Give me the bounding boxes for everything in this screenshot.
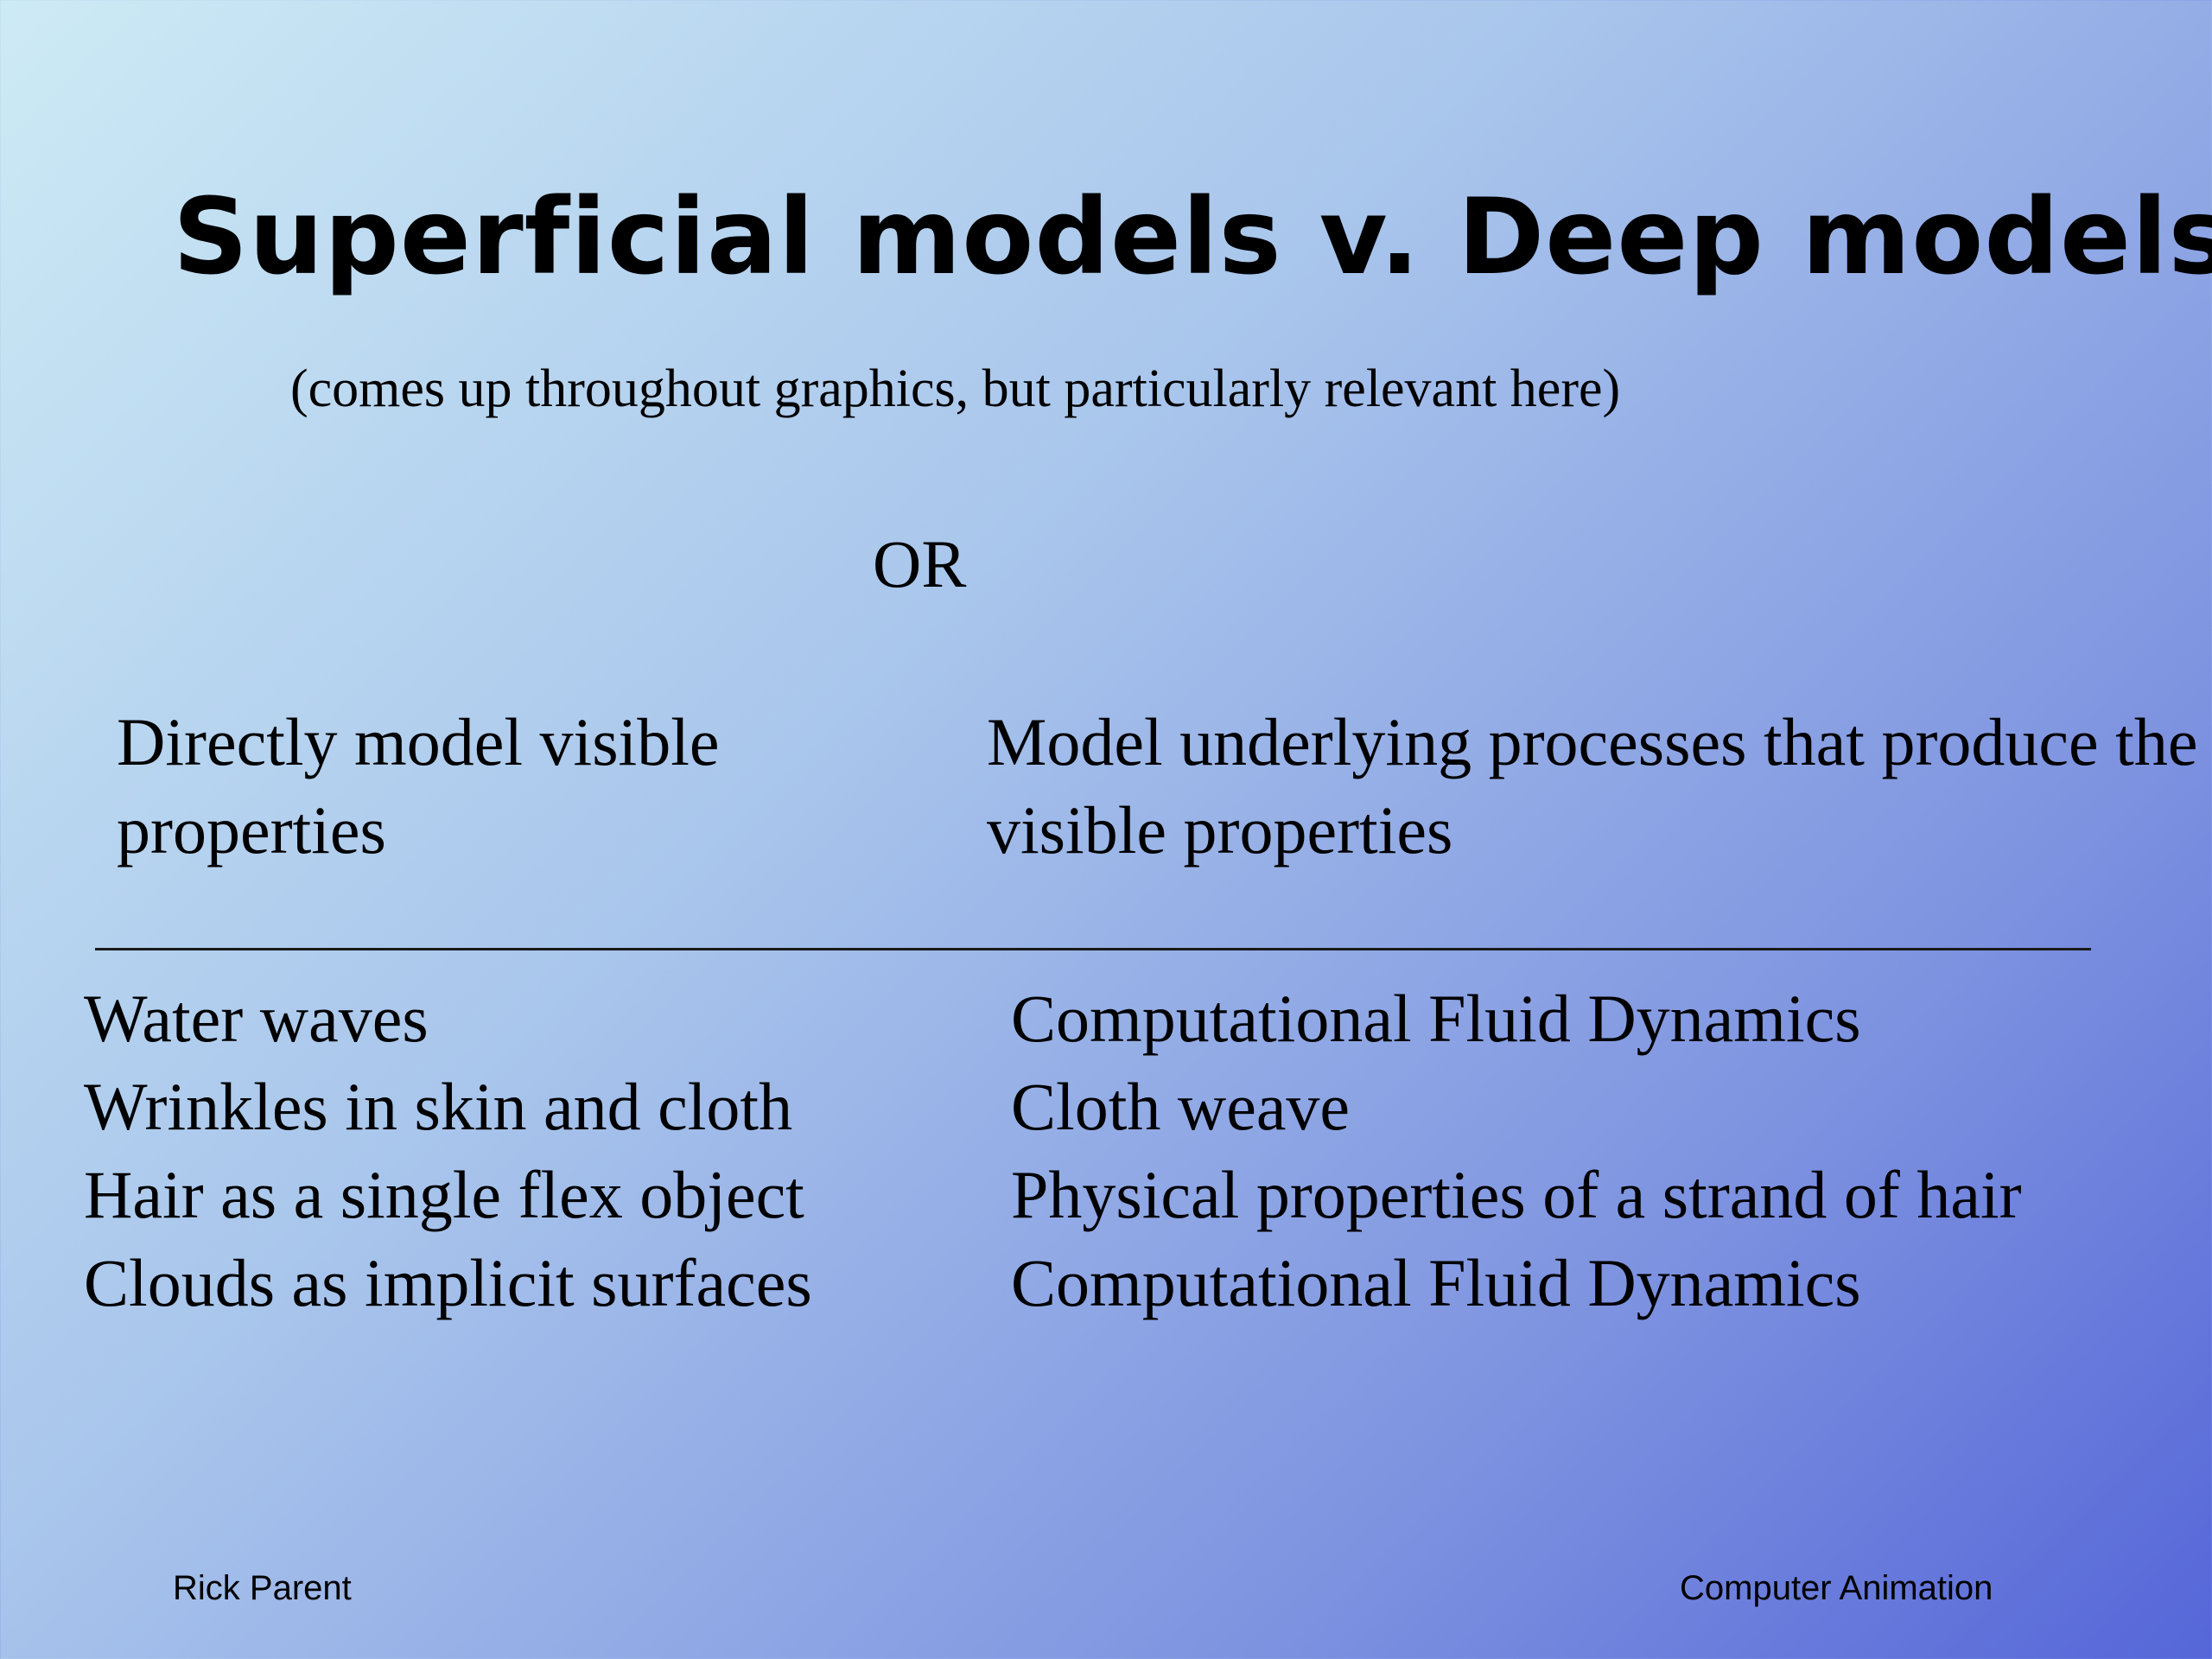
list-item: Wrinkles in skin and cloth — [84, 1069, 793, 1144]
deep-examples-list: Computational Fluid Dynamics Cloth weave… — [1011, 975, 2022, 1327]
footer-author: Rick Parent — [173, 1569, 352, 1607]
slide-title: Superficial models v. Deep models — [173, 176, 2212, 298]
list-item: Clouds as implicit surfaces — [84, 1245, 812, 1320]
left-column-heading: Directly model visible properties — [117, 704, 720, 868]
list-item: Computational Fluid Dynamics — [1011, 981, 1861, 1056]
list-item: Cloth weave — [1011, 1069, 1351, 1144]
footer-course: Computer Animation — [1680, 1569, 1993, 1607]
superficial-examples-list: Water waves Wrinkles in skin and cloth H… — [84, 975, 812, 1327]
list-item: Water waves — [84, 981, 429, 1056]
list-item: Computational Fluid Dynamics — [1011, 1245, 1861, 1320]
list-item: Physical properties of a strand of hair — [1011, 1157, 2022, 1232]
slide-subtitle: (comes up throughout graphics, but parti… — [290, 359, 1621, 418]
right-column-heading: Model underlying processes that produce … — [987, 704, 2198, 868]
or-label: OR — [873, 526, 967, 601]
divider-line — [95, 948, 2091, 950]
list-item: Hair as a single flex object — [84, 1157, 804, 1232]
